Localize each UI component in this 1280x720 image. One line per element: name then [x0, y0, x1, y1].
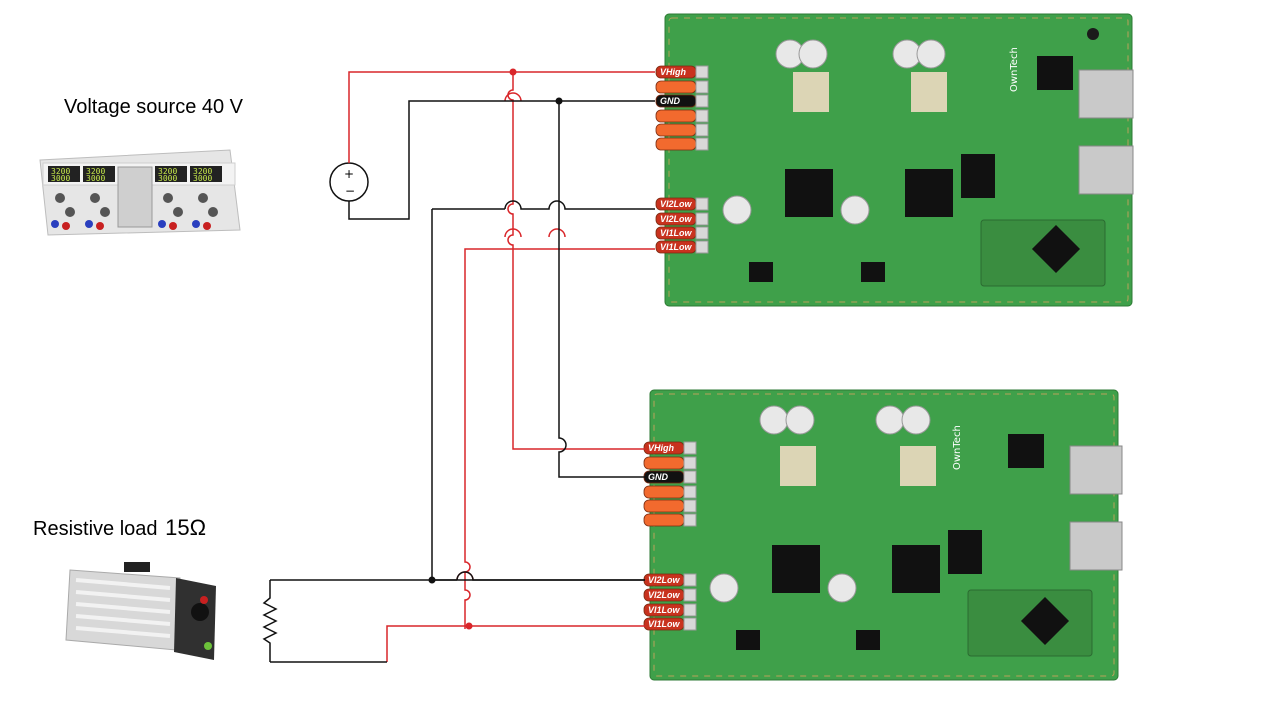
pin-connector: GND — [656, 95, 708, 107]
pin-connector — [644, 500, 696, 512]
pin-connector: GND — [644, 471, 696, 483]
pin-label: VI2Low — [648, 575, 681, 585]
pin-label: VI2Low — [660, 199, 693, 209]
power-supply-device: 32003000 32003000 32003000 32003000 — [40, 150, 240, 235]
pin-connector: VI2Low — [656, 198, 708, 210]
svg-text:3000: 3000 — [86, 174, 105, 183]
svg-text:+: + — [344, 167, 354, 181]
pin-connector — [644, 457, 696, 469]
pin-connector: VHigh — [656, 66, 708, 78]
resistor-symbol — [264, 580, 276, 662]
pin-connector: VI2Low — [644, 589, 696, 601]
pin-connector: VI1Low — [656, 227, 708, 239]
pcb-board-bottom: OwnTech — [650, 390, 1122, 680]
pin-connector: VI1Low — [656, 241, 708, 253]
svg-text:3000: 3000 — [158, 174, 177, 183]
pin-label: GND — [648, 472, 669, 482]
pin-connector: VI2Low — [644, 574, 696, 586]
pin-label: VI2Low — [660, 214, 693, 224]
pin-connector — [656, 138, 708, 150]
svg-text:−: − — [345, 184, 355, 198]
pin-label: VI1Low — [648, 605, 681, 615]
pcb-board-top: OwnTech — [665, 14, 1133, 306]
pin-connector: VI2Low — [656, 213, 708, 225]
pin-connector: VI1Low — [644, 604, 696, 616]
pin-label: VI1Low — [648, 619, 681, 629]
svg-text:3000: 3000 — [51, 174, 70, 183]
svg-text:3000: 3000 — [193, 174, 212, 183]
pin-connector — [644, 486, 696, 498]
pin-label: VI1Low — [660, 228, 693, 238]
resistive-load-device — [66, 562, 216, 660]
black-wires — [270, 101, 655, 662]
pin-connector: VHigh — [644, 442, 696, 454]
pin-connector — [644, 514, 696, 526]
pin-connector — [656, 124, 708, 136]
pin-label: GND — [660, 96, 681, 106]
pin-label: VHigh — [648, 443, 675, 453]
pin-label: VI1Low — [660, 242, 693, 252]
junction-dots — [429, 69, 563, 630]
board-brand-bottom: OwnTech — [952, 425, 963, 470]
pin-label: VHigh — [660, 67, 687, 77]
pin-connector — [656, 110, 708, 122]
pin-connector: VI1Low — [644, 618, 696, 630]
dc-voltage-source-symbol: + − — [330, 163, 368, 201]
pin-label: VI2Low — [648, 590, 681, 600]
board-brand-top: OwnTech — [1009, 47, 1020, 92]
pin-connector — [656, 81, 708, 93]
red-wires — [349, 72, 655, 662]
